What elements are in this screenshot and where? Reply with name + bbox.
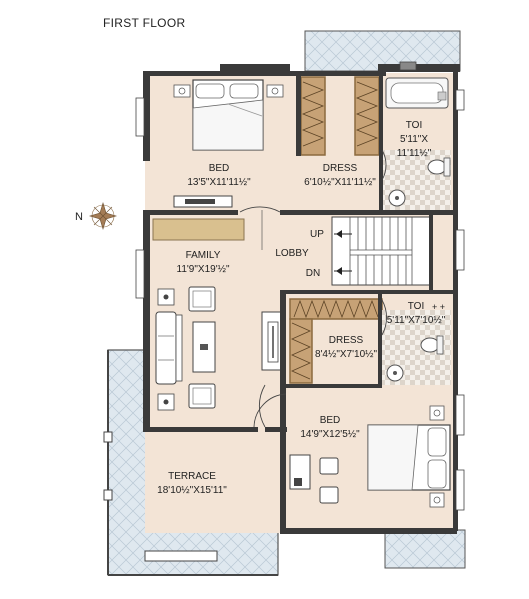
dress-room-1-wardrobes <box>300 76 380 156</box>
dress-2-dims: 8'4½"X7'10½" <box>315 349 378 360</box>
svg-text:+ +: + + <box>432 302 445 312</box>
dress-1-name: DRESS <box>323 163 358 174</box>
bed-2-dims: 14'9"X12'5½" <box>300 429 360 440</box>
staircase <box>331 216 431 286</box>
bed-2-name: BED <box>320 415 341 426</box>
north-label: N <box>75 211 83 223</box>
dress-room-2-wardrobes <box>289 298 383 384</box>
doors <box>239 149 387 428</box>
north-compass-icon <box>88 201 118 231</box>
toi-1-dims-line1: 5'11"X <box>400 134 428 145</box>
plan-title: FIRST FLOOR <box>103 16 185 30</box>
toi-2-name: TOI <box>408 301 424 312</box>
lobby-name: LOBBY <box>275 248 309 259</box>
family-furniture <box>152 218 285 411</box>
toilet-2-fixtures: + + <box>381 302 451 385</box>
bottom-right-balcony <box>384 529 466 569</box>
toi-1-dims-line2: 11'11½" <box>397 148 432 159</box>
stairs-dn-label: DN <box>306 268 320 279</box>
family-name: FAMILY <box>186 250 221 261</box>
room-labels: BED 13'5"X11'11½" DRESS 6'10½"X11'11½" T… <box>157 120 446 496</box>
dress-1-dims: 6'10½"X11'11½" <box>304 177 376 188</box>
toi-1-name: TOI <box>406 120 422 131</box>
toi-2-dims: 5'11"X7'10½" <box>387 315 446 326</box>
windows <box>135 61 465 511</box>
bed-1-furniture <box>173 79 284 208</box>
walls <box>143 64 460 534</box>
dress-2-name: DRESS <box>329 335 364 346</box>
terrace-dims: 18'10½"X15'11" <box>157 485 227 496</box>
stairs-up-label: UP <box>310 229 324 240</box>
bed-2-furniture <box>289 405 451 508</box>
terrace-name: TERRACE <box>168 471 216 482</box>
bed-1-name: BED <box>209 163 230 174</box>
bed-1-dims: 13'5"X11'11½" <box>187 177 251 188</box>
family-dims: 11'9"X19'½" <box>177 264 230 275</box>
toilet-1-fixtures <box>381 77 451 210</box>
